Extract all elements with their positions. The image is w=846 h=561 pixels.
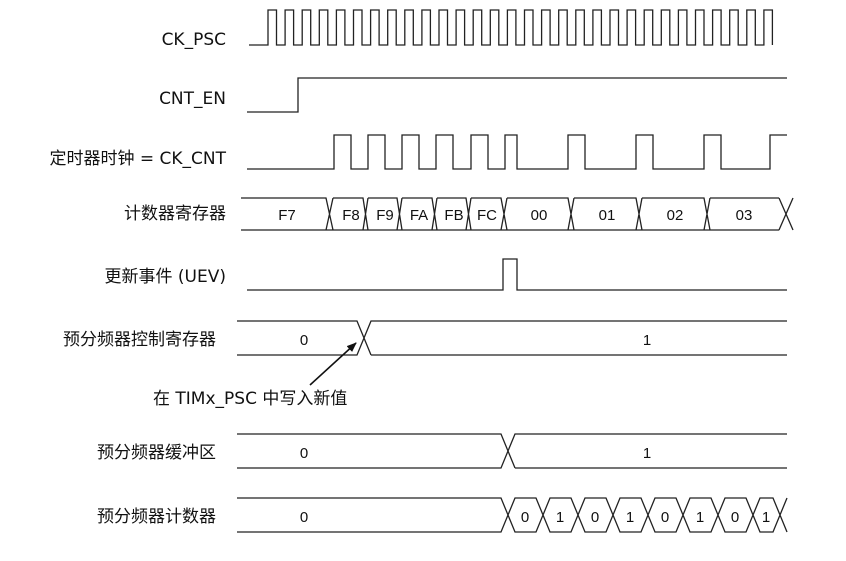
prescaler-buffer-bus: 0 1 bbox=[237, 433, 787, 469]
uev-pulse-waveform bbox=[247, 258, 787, 291]
counter-value: FC bbox=[477, 207, 497, 224]
counter-value: FA bbox=[410, 207, 428, 224]
ck-psc-waveform bbox=[249, 9, 774, 46]
counter-register-bus: F7 F8 F9 FA FB FC 00 01 02 03 bbox=[241, 197, 794, 231]
counter-value: 00 bbox=[531, 207, 548, 224]
prescaler-counter-outline bbox=[237, 497, 788, 533]
prescaler-buffer-value: 1 bbox=[643, 445, 651, 462]
counter-value: 03 bbox=[736, 207, 753, 224]
cnt-en-waveform bbox=[247, 77, 787, 113]
prescaler-counter-value: 1 bbox=[696, 509, 704, 526]
ck-cnt-waveform bbox=[247, 134, 787, 170]
counter-bus-outline bbox=[241, 197, 794, 231]
prescaler-counter-bus: 0 0 1 0 1 0 1 0 1 bbox=[237, 497, 788, 533]
label-cnt-en: CNT_EN bbox=[159, 89, 226, 109]
prescaler-buffer-value: 0 bbox=[300, 445, 308, 462]
prescaler-counter-value: 0 bbox=[521, 509, 529, 526]
counter-value: FB bbox=[444, 207, 463, 224]
label-prescaler-control: 预分频器控制寄存器 bbox=[63, 330, 216, 350]
annotation-arrow bbox=[309, 342, 357, 386]
label-prescaler-buffer: 预分频器缓冲区 bbox=[97, 443, 216, 463]
prescaler-buffer-outline bbox=[237, 433, 787, 469]
prescaler-counter-value: 0 bbox=[591, 509, 599, 526]
prescaler-control-bus: 0 1 bbox=[237, 320, 787, 356]
prescaler-counter-value: 1 bbox=[556, 509, 564, 526]
write-new-value-annotation: 在 TIMx_PSC 中写入新值 bbox=[153, 389, 347, 409]
prescaler-counter-value: 0 bbox=[661, 509, 669, 526]
counter-value: F8 bbox=[342, 207, 360, 224]
label-update-event: 更新事件 (UEV) bbox=[105, 267, 226, 287]
prescaler-control-value: 0 bbox=[300, 332, 308, 349]
prescaler-counter-value: 1 bbox=[626, 509, 634, 526]
label-counter-register: 计数器寄存器 bbox=[124, 204, 226, 224]
label-prescaler-counter: 预分频器计数器 bbox=[97, 507, 216, 527]
prescaler-control-outline bbox=[237, 320, 787, 356]
counter-value: F9 bbox=[376, 207, 394, 224]
prescaler-counter-value: 0 bbox=[731, 509, 739, 526]
prescaler-control-value: 1 bbox=[643, 332, 651, 349]
counter-value: F7 bbox=[278, 207, 296, 224]
prescaler-counter-value: 0 bbox=[300, 509, 308, 526]
prescaler-counter-value: 1 bbox=[762, 509, 770, 526]
counter-value: 01 bbox=[599, 207, 616, 224]
label-ck-cnt: 定时器时钟 = CK_CNT bbox=[49, 149, 226, 169]
counter-value: 02 bbox=[667, 207, 684, 224]
label-ck-psc: CK_PSC bbox=[162, 30, 226, 50]
